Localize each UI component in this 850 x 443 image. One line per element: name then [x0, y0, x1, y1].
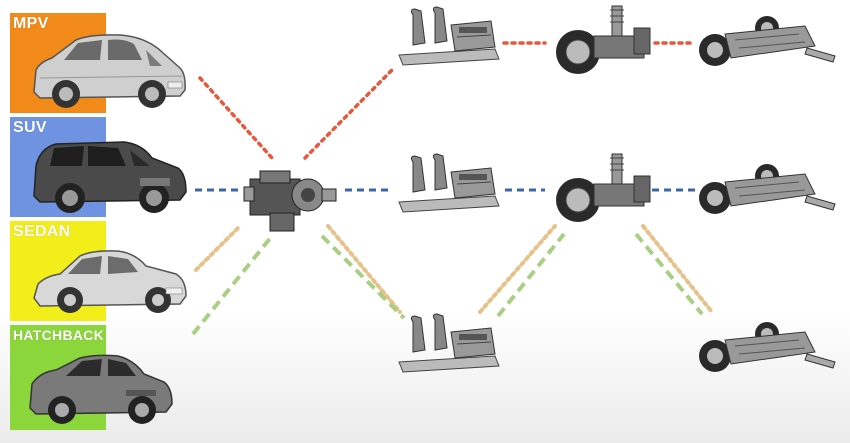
- sedan-line-engine-cockpit: [326, 224, 402, 314]
- sedan-line-car-engine: [194, 224, 242, 272]
- sedan-line-cockpit-axle: [478, 224, 557, 314]
- hatchback-line-car-engine: [191, 234, 274, 336]
- engine-module-icon: [243, 170, 337, 232]
- tile-label-sedan: SEDAN: [13, 223, 71, 240]
- hatchback-line-cockpit-axle: [496, 232, 566, 318]
- mpv-line-car-engine: [198, 76, 274, 160]
- car-hatchback-icon: [29, 354, 173, 424]
- hatchback-line-axle-rear: [634, 232, 704, 316]
- car-mpv-icon: [33, 34, 186, 108]
- cockpit-seat-module-icon: [398, 313, 500, 373]
- tile-label-suv: SUV: [13, 119, 47, 136]
- car-suv-icon: [33, 141, 187, 213]
- mpv-line-engine-cockpit: [303, 68, 394, 160]
- sedan-line-axle-rear: [641, 224, 714, 314]
- rear-underbody-module-icon: [699, 164, 836, 214]
- tile-label-hatchback: HATCHBACK: [13, 327, 105, 343]
- front-axle-module-icon: [556, 5, 651, 74]
- front-axle-module-icon: [556, 153, 651, 222]
- cockpit-seat-module-icon: [398, 153, 500, 213]
- rear-underbody-module-icon: [699, 16, 836, 66]
- cockpit-seat-module-icon: [398, 6, 500, 66]
- hatchback-line-engine-cockpit: [320, 234, 406, 320]
- rear-underbody-module-icon: [699, 322, 836, 372]
- tile-label-mpv: MPV: [13, 15, 49, 32]
- car-sedan-icon: [33, 250, 187, 313]
